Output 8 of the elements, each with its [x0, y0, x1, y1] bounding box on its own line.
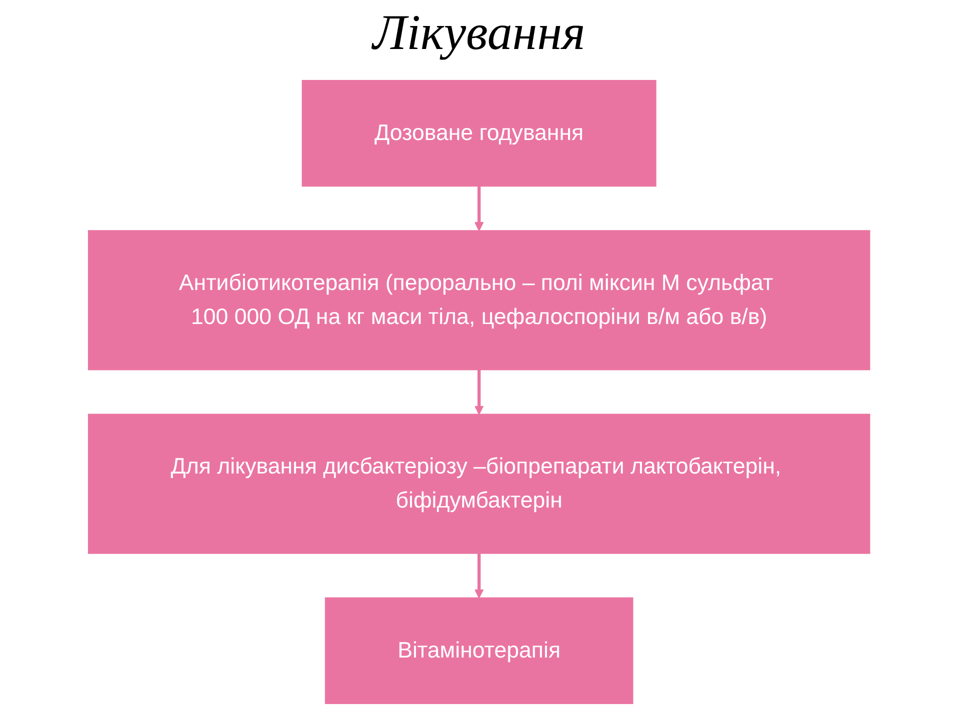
- arrow: [474, 186, 484, 232]
- arrow: [474, 370, 484, 415]
- arrow: [474, 553, 484, 598]
- title: Лікування: [372, 4, 586, 60]
- node-box: Антибіотикотерапія (перорально – полі міксин М сульфат 100 000 ОД на кг маси тіла, цефалоспоріни в/м або в/в): [88, 230, 870, 370]
- node-box: Для лікування дисбактеріозу –біопрепарати лактобактерін, біфідумбактерін: [88, 414, 870, 554]
- node-box: Вітамінотерапія: [324, 597, 634, 704]
- node-box: Дозоване годування: [302, 80, 656, 187]
